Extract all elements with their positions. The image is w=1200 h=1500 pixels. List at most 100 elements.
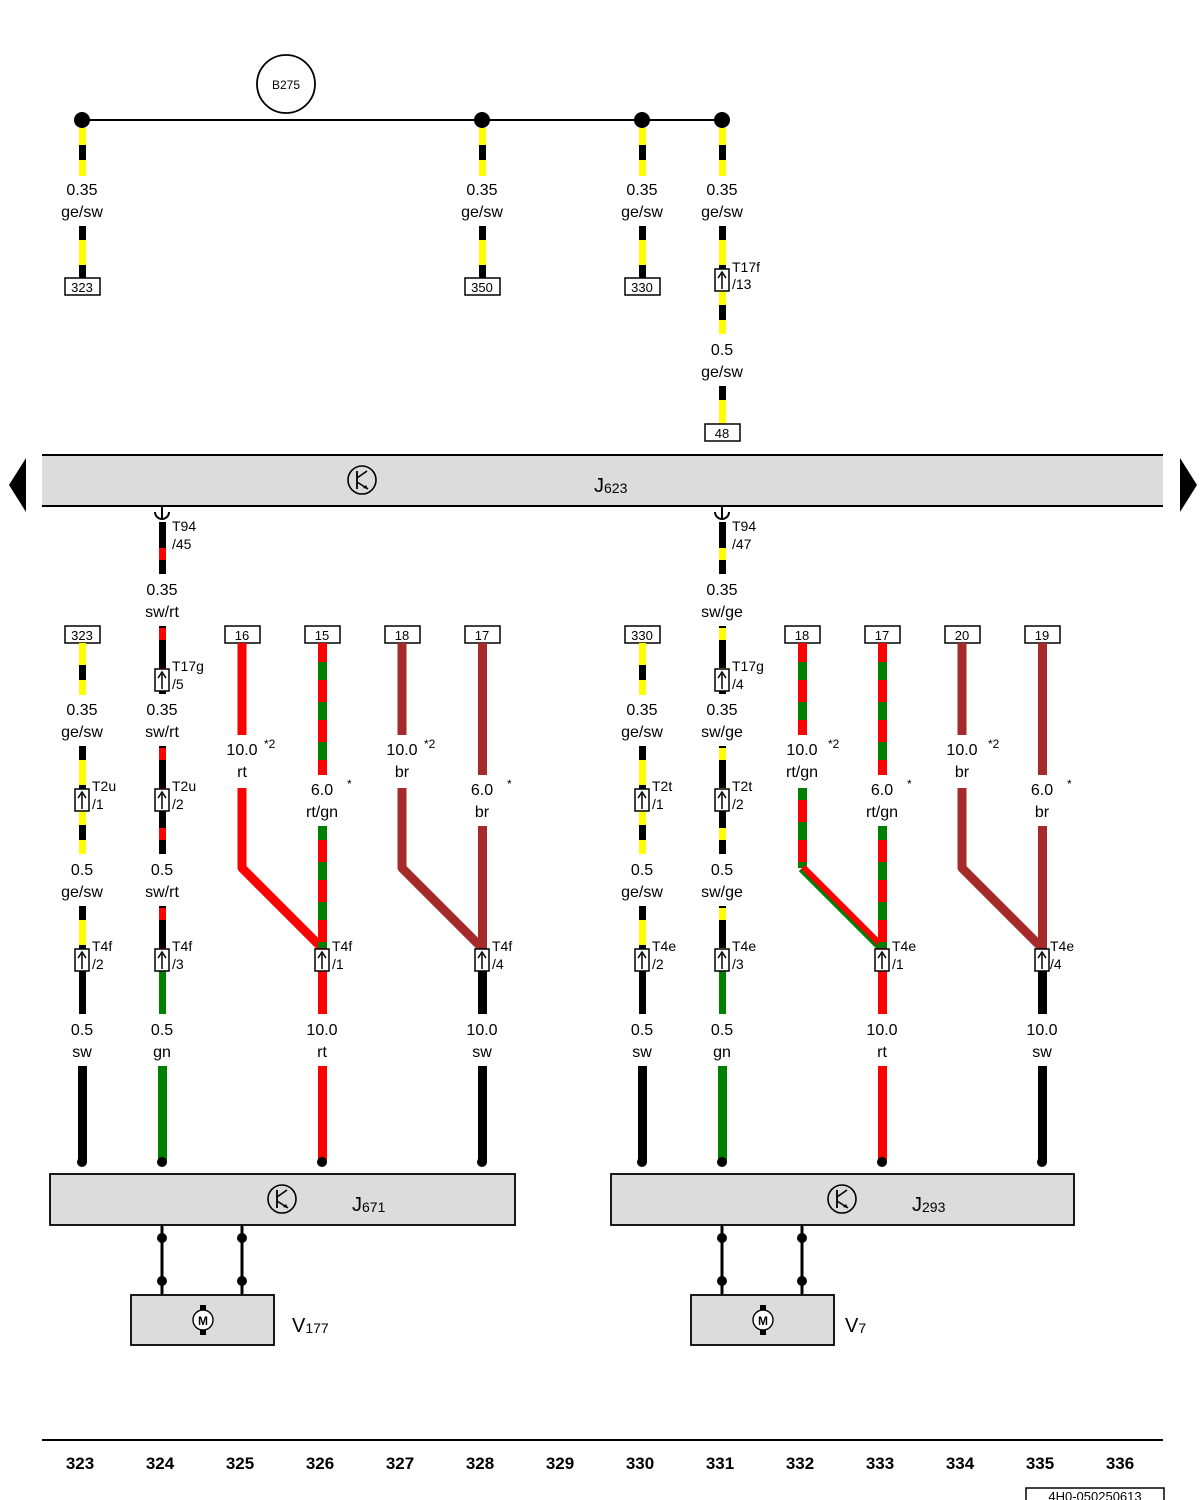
wire-color-label: ge/sw (621, 884, 663, 901)
j623-label: J623 (594, 475, 628, 497)
wire-sw-ge (719, 522, 726, 574)
wire-sw (478, 948, 487, 1014)
ref-box-label: 19 (1035, 628, 1049, 643)
wire-size-label: 0.5 (151, 862, 173, 879)
connector-t17f-icon (714, 268, 730, 292)
wire-ge-sw (79, 643, 86, 695)
wire-note: *2 (828, 737, 840, 751)
column-number: 326 (306, 1454, 334, 1473)
j623-module (42, 455, 1163, 506)
wire-rt-gn (798, 864, 886, 952)
wire-size-label: 0.35 (706, 582, 737, 599)
connector-name: T4f (332, 938, 352, 954)
junction-dot (717, 1276, 727, 1286)
wire-color-label: br (475, 804, 490, 821)
connector-pin: /1 (92, 796, 104, 812)
wire-size-label: 0.35 (706, 182, 737, 199)
wire-size-label: 0.35 (66, 182, 97, 199)
wire-size-label: 0.5 (71, 1022, 93, 1039)
wire-sw-rt (159, 522, 166, 574)
connector-t2t-icon (634, 788, 650, 812)
drawing-id-box (1025, 1487, 1165, 1500)
column-number: 325 (226, 1454, 254, 1473)
wire-color-label: ge/sw (701, 204, 743, 221)
junction-dot (157, 1276, 167, 1286)
connector-name: T4f (92, 938, 112, 954)
junction-dot (317, 1157, 327, 1167)
wire-br (1038, 643, 1047, 775)
wire-size-label: 10.0 (866, 1022, 897, 1039)
column-number: 324 (146, 1454, 175, 1473)
wire-size-label: 10.0 (386, 742, 417, 759)
ref-box-label: 17 (875, 628, 889, 643)
connector-name: T94 (172, 518, 196, 534)
connector-pin: /13 (732, 276, 752, 292)
b275-circle (256, 54, 316, 114)
j293-label: J293 (912, 1194, 946, 1216)
connector-t17g-icon (714, 668, 730, 692)
wire-ge-sw (79, 226, 86, 278)
ref-box-48 (704, 423, 741, 442)
connector-t4f-icon (314, 948, 330, 972)
wire-size-label: 6.0 (871, 782, 893, 799)
column-number: 330 (626, 1454, 654, 1473)
wire-note: *2 (264, 737, 276, 751)
wire-color-label: rt (237, 764, 247, 781)
connector-name: T2u (92, 778, 116, 794)
motor-icon-cap (200, 1305, 206, 1310)
wire-gn (719, 950, 726, 1014)
wire-color-label: sw/rt (145, 724, 179, 741)
wire-size-label: 0.5 (711, 1022, 733, 1039)
column-number: 323 (66, 1454, 94, 1473)
wire-note: *2 (988, 737, 1000, 751)
wire-size-label: 0.5 (711, 862, 733, 879)
wire-color-label: rt (877, 1044, 887, 1061)
wire-size-label: 10.0 (226, 742, 257, 759)
b275-label: B275 (272, 78, 300, 92)
junction-dot (237, 1233, 247, 1243)
column-number: 334 (946, 1454, 975, 1473)
connector-pin: /3 (172, 956, 184, 972)
wire-color-label: ge/sw (461, 204, 503, 221)
wire-color-label: sw (72, 1044, 92, 1061)
connector-pin: /1 (332, 956, 344, 972)
ref-box-label: 323 (71, 628, 93, 643)
connector-t4e-icon (874, 948, 890, 972)
junction-dot (714, 112, 730, 128)
connector-t4e-icon (634, 948, 650, 972)
wire-size-label: 6.0 (471, 782, 493, 799)
wire-sw-rt (159, 626, 166, 694)
ref-box-label: 20 (955, 628, 969, 643)
junction-dot (877, 1157, 887, 1167)
wire-sw (78, 1066, 87, 1162)
connector-t4f-icon (474, 948, 490, 972)
wire-sw (638, 1066, 647, 1162)
motor-icon-letter: M (198, 1314, 208, 1328)
wire-size-label: 0.35 (66, 702, 97, 719)
motor-icon-cap (760, 1305, 766, 1310)
wire-note: * (347, 777, 352, 791)
connector-name: T17g (732, 658, 764, 674)
wire-rt-gn (798, 643, 807, 735)
wire-rt (318, 1066, 327, 1162)
connector-pin: /4 (1050, 956, 1062, 972)
connector-pin: /2 (652, 956, 664, 972)
ref-box-label: 15 (315, 628, 329, 643)
wire-br (478, 643, 487, 775)
wire-rt (318, 948, 327, 1014)
wire-size-label: 10.0 (786, 742, 817, 759)
v7-label: V7 (845, 1315, 866, 1337)
wire-ge-sw (639, 643, 646, 695)
junction-dot (797, 1233, 807, 1243)
drawing-id: 4H0-050250613 (1048, 1489, 1141, 1500)
connector-pin: /1 (892, 956, 904, 972)
wire-color-label: ge/sw (61, 884, 103, 901)
connector-t2u-icon (74, 788, 90, 812)
wire-color-label: sw/ge (701, 724, 743, 741)
wire-ge-sw (719, 386, 726, 424)
wire-sw (1038, 1066, 1047, 1162)
junction-dot (797, 1276, 807, 1286)
wire-sw (1038, 948, 1047, 1014)
ref-box-330 (624, 277, 661, 296)
wire-color-label: gn (713, 1044, 731, 1061)
